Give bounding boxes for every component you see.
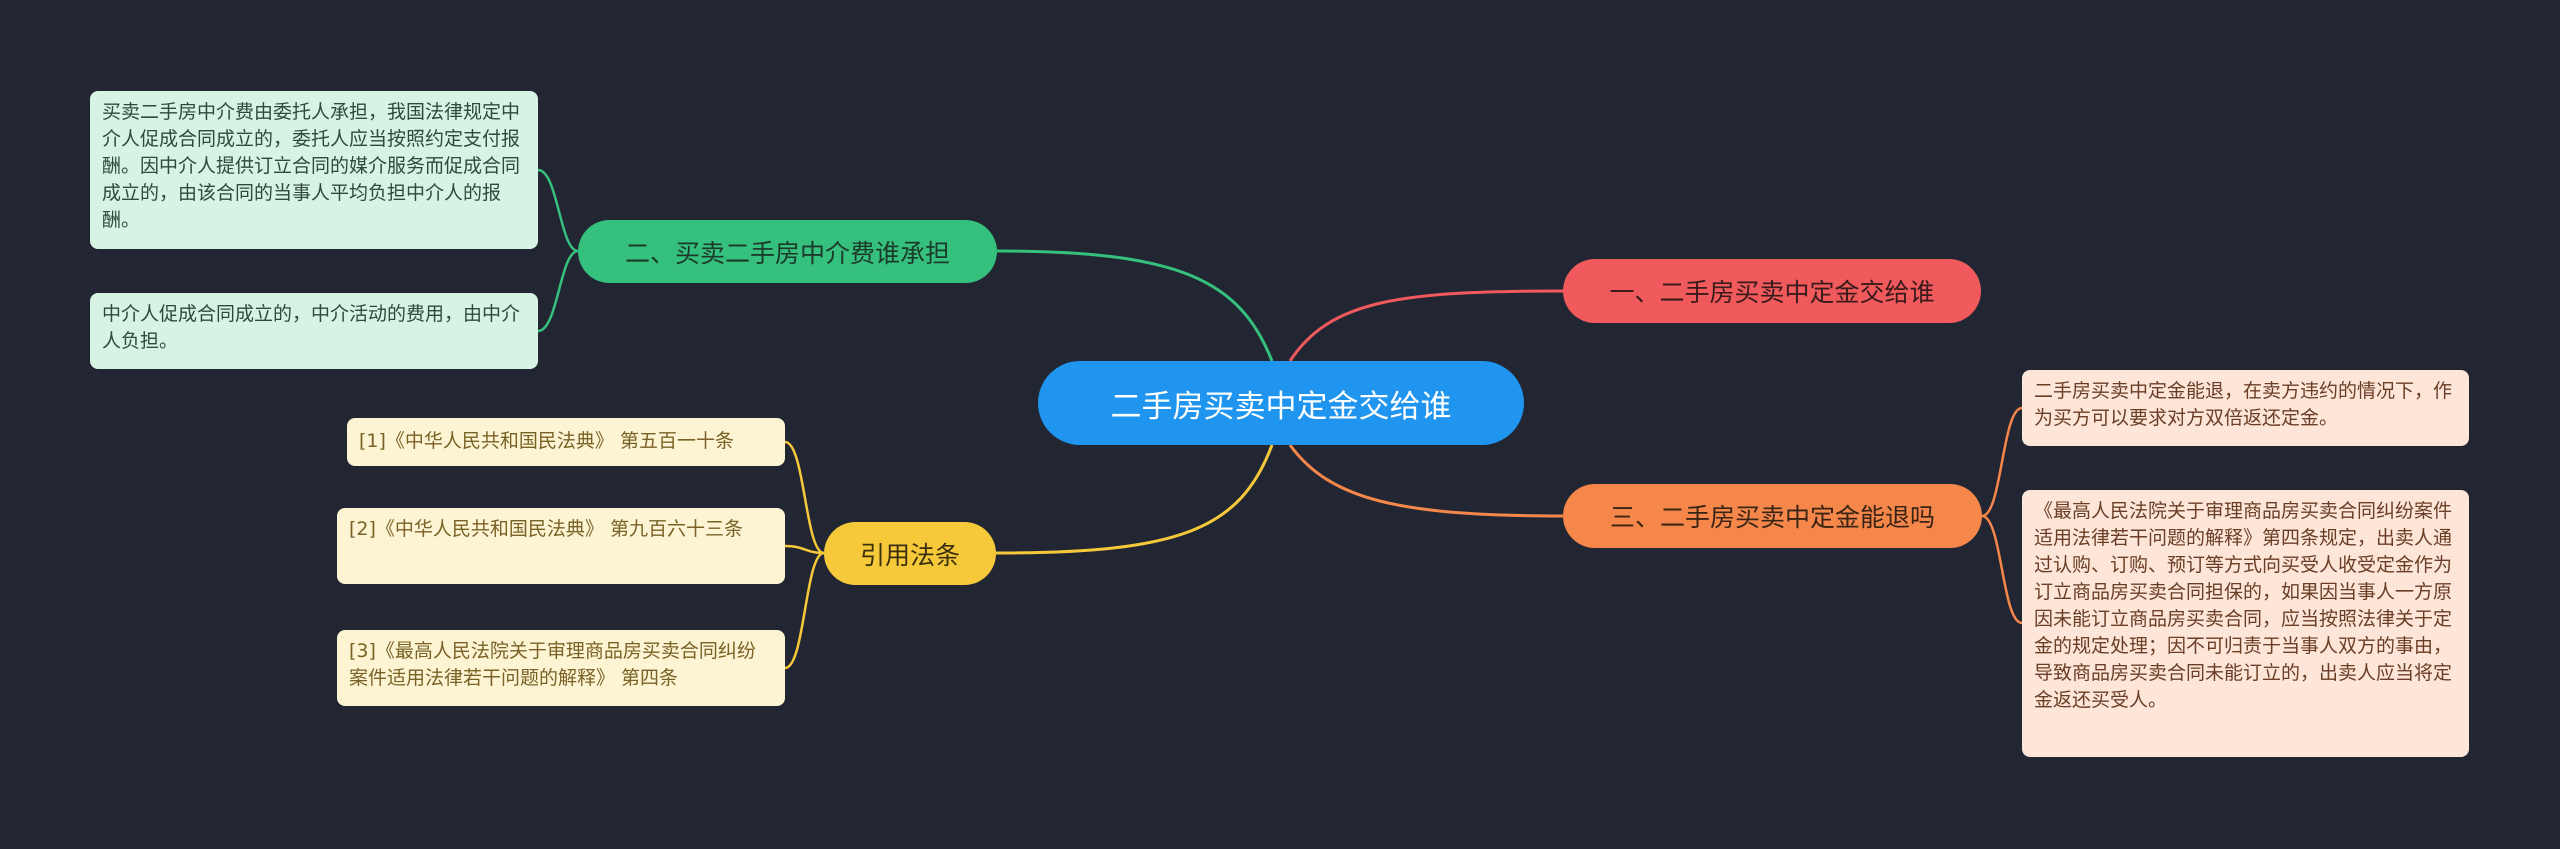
connector-center-b3 [1288, 444, 1564, 518]
connector-center-b4 [995, 444, 1274, 555]
leaf-nengtui-1[interactable]: 二手房买卖中定金能退，在卖方违约的情况下，作为买方可以要求对方双倍返还定金。 [2022, 370, 2469, 446]
branch-dingjin-nengtui[interactable]: 三、二手房买卖中定金能退吗 [1563, 484, 1982, 548]
leaf-text: 二手房买卖中定金能退，在卖方违约的情况下，作为买方可以要求对方双倍返还定金。 [2034, 380, 2453, 429]
leaf-fatiao-1[interactable]: [1]《中华人民共和国民法典》 第五百一十条 [347, 418, 785, 466]
branch-label: 引用法条 [859, 540, 960, 570]
branch-yinyong-fatiao[interactable]: 引用法条 [824, 522, 996, 585]
leaf-text: 买卖二手房中介费由委托人承担，我国法律规定中介人促成合同成立的，委托人应当按照约… [102, 101, 521, 231]
connector-center-b1 [1288, 289, 1564, 362]
connector-b4-leaf1 [784, 440, 825, 555]
connector-b4-leaf2 [784, 544, 825, 555]
leaf-zhongjiefei-2[interactable]: 中介人促成合同成立的，中介活动的费用，由中介人负担。 [90, 293, 538, 369]
connector-center-b2 [996, 249, 1274, 362]
leaf-zhongjiefei-1[interactable]: 买卖二手房中介费由委托人承担，我国法律规定中介人促成合同成立的，委托人应当按照约… [90, 91, 538, 249]
leaf-fatiao-3[interactable]: [3]《最高人民法院关于审理商品房买卖合同纠纷案件适用法律若干问题的解释》 第四… [337, 630, 785, 706]
branch-label: 二、买卖二手房中介费谁承担 [624, 238, 950, 268]
branch-zhongjiefei[interactable]: 二、买卖二手房中介费谁承担 [578, 220, 997, 283]
leaf-fatiao-2[interactable]: [2]《中华人民共和国民法典》 第九百六十三条 [337, 508, 785, 584]
branch-label: 一、二手房买卖中定金交给谁 [1609, 278, 1935, 307]
leaf-text: [3]《最高人民法院关于审理商品房买卖合同纠纷案件适用法律若干问题的解释》 第四… [349, 640, 756, 689]
leaf-text: 《最高人民法院关于审理商品房买卖合同纠纷案件适用法律若干问题的解释》第四条规定，… [2034, 500, 2453, 711]
branch-dingjin-jiaogeishui[interactable]: 一、二手房买卖中定金交给谁 [1563, 259, 1981, 323]
leaf-text: [1]《中华人民共和国民法典》 第五百一十条 [359, 430, 734, 452]
connector-b4-leaf3 [784, 551, 825, 670]
leaf-text: 中介人促成合同成立的，中介活动的费用，由中介人负担。 [102, 303, 521, 352]
branch-label: 三、二手房买卖中定金能退吗 [1609, 503, 1935, 532]
central-topic[interactable]: 二手房买卖中定金交给谁 [1038, 361, 1524, 445]
central-topic-label: 二手房买卖中定金交给谁 [1110, 388, 1452, 425]
connector-b2-leaf2 [537, 249, 579, 333]
leaf-text: [2]《中华人民共和国民法典》 第九百六十三条 [349, 518, 743, 540]
leaf-nengtui-2[interactable]: 《最高人民法院关于审理商品房买卖合同纠纷案件适用法律若干问题的解释》第四条规定，… [2022, 490, 2469, 757]
connector-b2-leaf1 [537, 168, 579, 253]
connector-b3-leaf2 [1981, 514, 2023, 625]
connector-b3-leaf1 [1981, 406, 2023, 518]
